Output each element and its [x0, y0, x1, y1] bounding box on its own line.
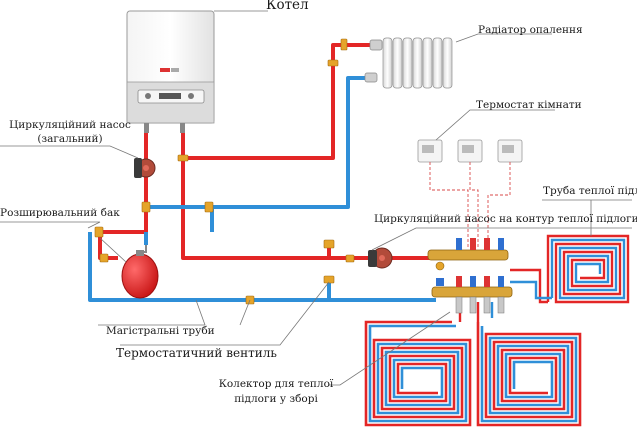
- thermostat-wires: [429, 162, 511, 248]
- thermostatic-valve-label: Термостатичний вентиль: [116, 346, 277, 360]
- radiator-valve-icon: [364, 39, 383, 83]
- leader-lines: [0, 10, 632, 386]
- boiler-connections: [144, 123, 185, 133]
- radiator-label: Радіатор опалення: [478, 24, 583, 36]
- manifold-icon: [427, 238, 513, 314]
- loop-feed-lines: [458, 268, 552, 322]
- manifold-label-line2: підлоги у зборі: [234, 393, 318, 405]
- floor-loop-middle: [476, 322, 582, 427]
- main-pipes-label: Магістральні труби: [106, 325, 215, 337]
- manifold-label-line1: Колектор для теплої: [218, 378, 334, 390]
- floor-pipe-label: Труба теплої підлоги: [543, 185, 637, 197]
- expansion-tank-icon: [121, 245, 159, 299]
- floor-pump-label: Циркуляційний насос на контур теплої під…: [374, 213, 637, 225]
- radiator-icon: [382, 37, 453, 89]
- floor-loop-left: [364, 320, 472, 427]
- return-pipes: [88, 76, 436, 302]
- boiler-icon: [126, 10, 215, 124]
- general-pump-label-line2: (загальний): [37, 133, 103, 145]
- valve-icon: [94, 38, 355, 305]
- thermostat-icon: [417, 139, 523, 163]
- expansion-tank-label: Розширювальний бак: [0, 207, 120, 219]
- floor-loop-right: [546, 234, 630, 304]
- room-thermostat-label: Термостат кімнати: [476, 99, 582, 111]
- pump-icon: [368, 247, 393, 269]
- boiler-label: Котел: [266, 0, 309, 13]
- pump-icon: [134, 158, 156, 178]
- general-pump-label-line1: Циркуляційний насос: [9, 119, 131, 131]
